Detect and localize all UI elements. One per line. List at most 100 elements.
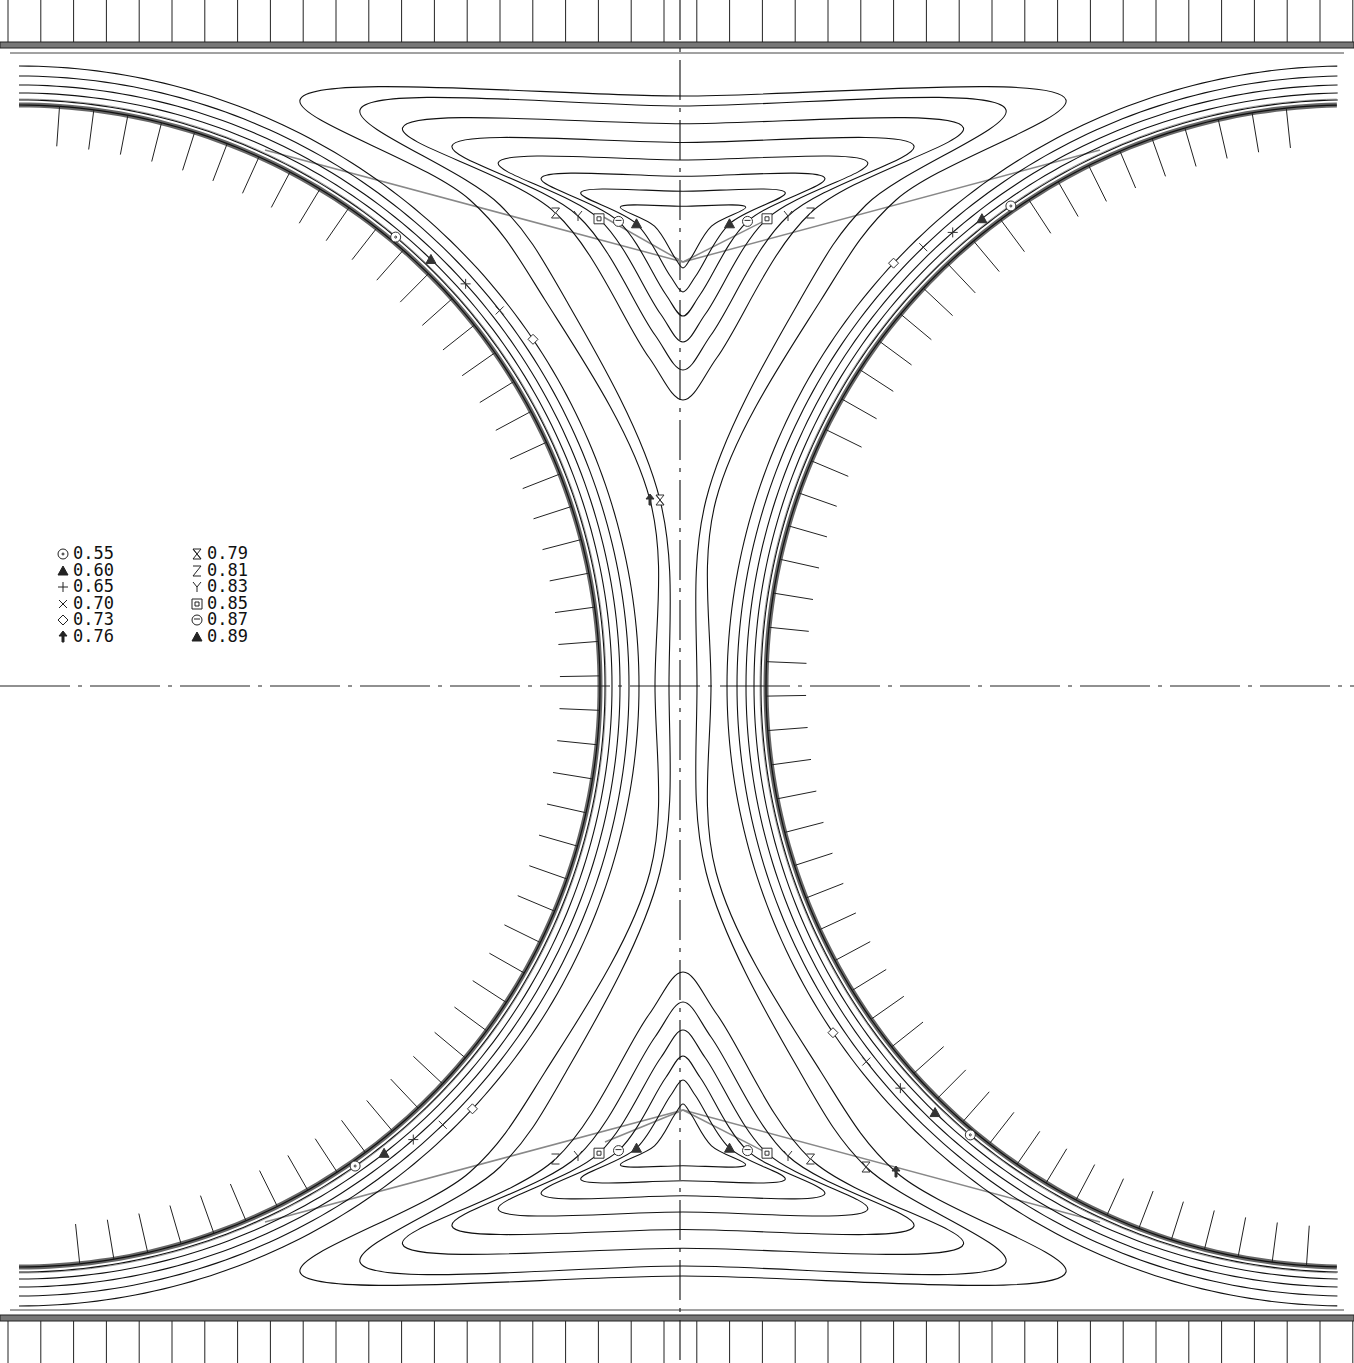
wall-tick (795, 0, 796, 42)
contour-markers (350, 201, 1016, 1177)
contour-marker (646, 494, 654, 505)
wall-tick (598, 1321, 599, 1363)
wall-tick (434, 0, 435, 42)
wall-tick (1254, 1321, 1255, 1363)
contour-marker (807, 1154, 815, 1164)
rod-tick (473, 981, 507, 1003)
legend-symbol-shape (193, 566, 201, 576)
wall-tick (1352, 1321, 1353, 1363)
legend-symbol (56, 611, 70, 628)
contour-marker (350, 1161, 360, 1171)
legend-symbol (56, 628, 70, 645)
rod-tick (820, 913, 856, 930)
rod-tick (391, 1079, 418, 1108)
contour-line (19, 100, 605, 1272)
contour-line (452, 137, 914, 370)
rod-tick (1272, 1222, 1277, 1262)
wall-tick (368, 1321, 369, 1363)
contour-marker (391, 232, 401, 242)
wall-tick (336, 1321, 337, 1363)
rod-tick (152, 123, 162, 162)
rod-tick (799, 493, 837, 506)
rod-tick (811, 461, 848, 477)
legend-symbol-shape (59, 600, 67, 608)
wall-inner-line (10, 53, 1344, 54)
rod-tick (1185, 128, 1196, 166)
wall-tick (1320, 0, 1321, 42)
wall (0, 1315, 1354, 1321)
legend-symbol-shape (193, 549, 201, 559)
wall-tick (303, 1321, 304, 1363)
rod-tick (120, 115, 127, 154)
wall-tick (1057, 1321, 1058, 1363)
contour-line (754, 93, 1338, 1279)
wall-tick (631, 0, 632, 42)
contour-line (541, 1056, 825, 1199)
wall-tick (237, 0, 238, 42)
legend-value: 0.73 (72, 611, 115, 628)
wall-tick (664, 0, 665, 42)
rod-tick (504, 925, 540, 943)
wall-tick (893, 1321, 894, 1363)
rod-tick (948, 264, 975, 293)
wall-tick (828, 1321, 829, 1363)
contour-marker (379, 1148, 389, 1157)
wall-tick (139, 1321, 140, 1363)
rod-tick (871, 996, 904, 1019)
wall-tick (204, 0, 205, 42)
rod-tick (367, 1100, 393, 1131)
rod-tick (213, 144, 227, 181)
wall-tick (893, 0, 894, 42)
contour-marker (828, 1028, 838, 1038)
legend-symbol-shape (192, 615, 202, 625)
rod-tick (170, 1206, 181, 1244)
rod-tick (230, 1184, 246, 1221)
wall-tick (467, 0, 468, 42)
rod-tick (183, 132, 195, 170)
rod-tick (1058, 182, 1078, 217)
rod-tick (288, 1155, 308, 1190)
contour-marker (1006, 201, 1016, 211)
mesh-lines (265, 150, 1100, 1222)
contour-marker (467, 1104, 477, 1114)
legend-symbol-shape (58, 615, 68, 625)
contour-marker (762, 1148, 772, 1158)
wall-inner-line (10, 1310, 1344, 1311)
legend-symbol-shape (58, 549, 68, 559)
wall-tick (992, 1321, 993, 1363)
wall-tick (1024, 1321, 1025, 1363)
contour-line (19, 85, 620, 1287)
rod-tick (879, 341, 911, 365)
legend-symbol (56, 578, 70, 595)
wall-tick (1090, 1321, 1091, 1363)
contour-marker (784, 1151, 792, 1161)
contour-marker (552, 208, 560, 218)
rod-tick (326, 208, 349, 241)
wall-tick (959, 1321, 960, 1363)
rod-tick (271, 172, 290, 207)
rod-tick (1171, 1202, 1183, 1240)
contour-marker (892, 1166, 900, 1177)
rod-tick (529, 866, 567, 879)
legend-symbol (56, 545, 70, 562)
contour-marker (496, 306, 504, 314)
contour-line (402, 972, 963, 1254)
contour-marker (948, 227, 958, 237)
wall-tick (1024, 0, 1025, 42)
wall-tick (40, 0, 41, 42)
contour-marker (632, 219, 642, 228)
rod-tick (413, 1056, 442, 1083)
contour-line (581, 1080, 786, 1183)
wall-tick (1221, 1321, 1222, 1363)
legend-symbol (56, 595, 70, 612)
contour-marker (552, 1154, 560, 1164)
rod-tick (1152, 139, 1165, 177)
wall-tick (172, 0, 173, 42)
contour-marker (784, 211, 792, 221)
rod-tick (534, 506, 572, 518)
rod-tick (462, 353, 495, 376)
rod-tick (1306, 1226, 1309, 1266)
wall-tick (598, 0, 599, 42)
